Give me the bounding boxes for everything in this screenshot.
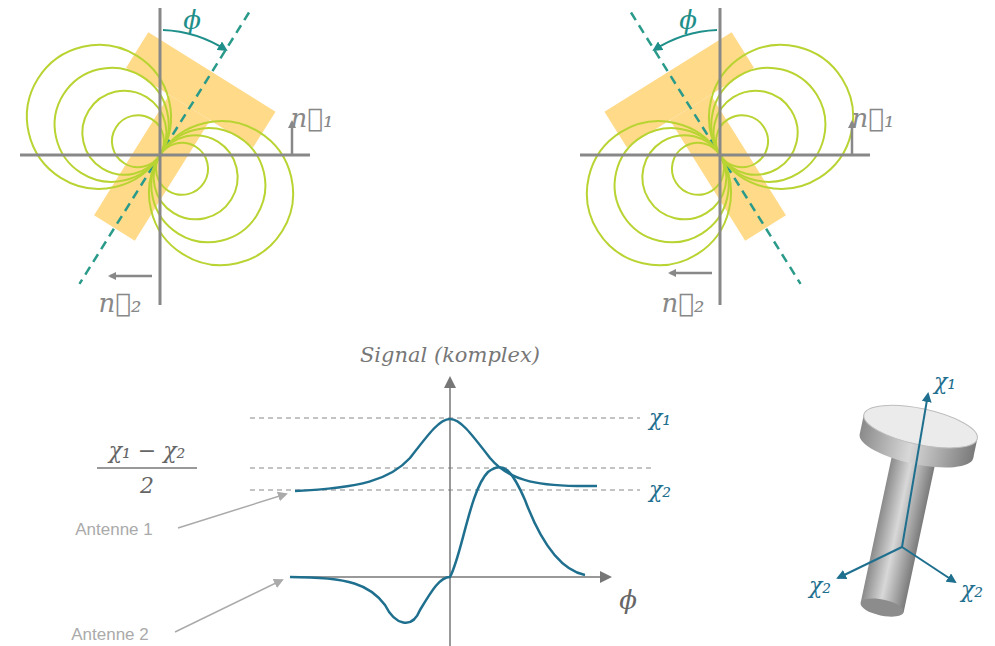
curve-label: Antenne 1 (75, 521, 153, 540)
vector-label: n⃗₂ (662, 289, 705, 318)
level-label: χ₁ (649, 406, 671, 430)
vector-label: n⃗₂ (99, 289, 142, 318)
level-label: χ₂ (649, 478, 671, 502)
axis-label: χ₁ (934, 370, 956, 394)
vector-label: n⃗₁ (291, 104, 334, 133)
axis-title: Signal (komplex) (360, 344, 540, 367)
level-label: 2 (140, 474, 154, 498)
axis-label: χ₂ (809, 574, 831, 598)
axis-label: ϕ (619, 586, 637, 615)
vector-label: n⃗₁ (852, 104, 895, 133)
angle-label: ϕ (679, 6, 697, 35)
curve-label: Antenne 2 (71, 625, 149, 644)
axis-label: χ₂ (961, 578, 983, 602)
level-label: χ₁ − χ₂ (109, 439, 186, 463)
angle-label: ϕ (183, 6, 201, 35)
